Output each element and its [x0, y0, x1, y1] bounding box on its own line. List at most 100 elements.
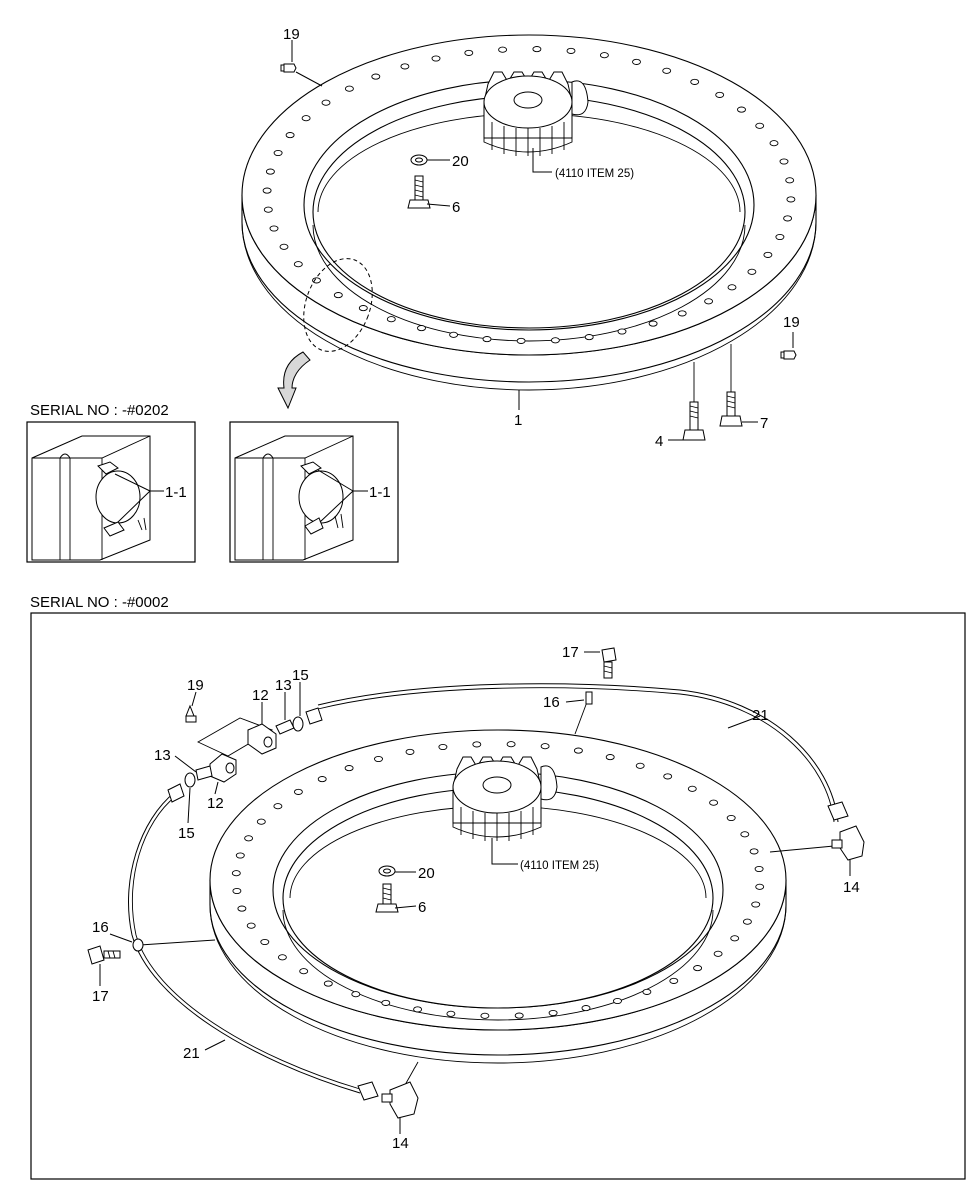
leader-lines-bottom [99, 651, 851, 1134]
bolt-hole [584, 334, 594, 341]
bolt-hole [677, 310, 687, 317]
bolt-hole [663, 773, 673, 780]
washer-part-20-top [410, 154, 428, 166]
callout-19-bottom: 19 [187, 677, 204, 694]
bolt-hole [747, 268, 757, 275]
bolt-hole [693, 965, 703, 972]
bolt-hole [709, 799, 719, 806]
callout-14-right: 14 [843, 879, 860, 896]
callout-17-lower: 17 [92, 988, 109, 1005]
bolt-hole [514, 1012, 524, 1019]
bolt-hole [635, 762, 645, 769]
bolt-hole [265, 168, 275, 175]
callout-1: 1 [514, 412, 522, 429]
bolt-hole [246, 922, 256, 929]
callout-14-bottom: 14 [392, 1135, 409, 1152]
bolt-hole [754, 865, 764, 873]
bolt-hole [279, 243, 289, 250]
bolt-hole [480, 1012, 490, 1019]
detail-callout-circle [303, 258, 373, 352]
bolt-hole [498, 46, 508, 53]
bolt-hole [386, 316, 396, 323]
bolt-hole [613, 997, 622, 1005]
bolt-part-6-bottom [375, 883, 399, 913]
bolt-hole [755, 122, 765, 129]
bolt-hole [344, 765, 354, 772]
callout-6-bottom: 6 [418, 899, 426, 916]
grease-hose-upper [317, 683, 839, 823]
bolt-hole [273, 149, 283, 157]
bolt-hole [775, 233, 785, 241]
bolt-hole [449, 331, 459, 338]
bolt-hole [263, 206, 273, 213]
callout-4: 4 [655, 433, 663, 450]
bolt-hole [413, 1006, 423, 1013]
bolt-hole [632, 58, 641, 65]
bolt-hole [323, 980, 333, 987]
bolt-part-6-top [407, 175, 431, 209]
bolt-hole [273, 803, 283, 810]
bolt-hole [351, 991, 361, 998]
bolt-hole [783, 215, 793, 222]
callout-17-upper: 17 [562, 644, 579, 661]
bolt-hole [244, 835, 254, 842]
washer-part-20-bottom [378, 865, 396, 877]
bolt-hole [779, 158, 789, 165]
bolt-hole [713, 950, 723, 957]
bolt-hole [293, 261, 303, 268]
bolt-hole [371, 73, 381, 80]
bolt-hole [381, 999, 391, 1006]
bolt-hole [662, 67, 672, 74]
bolt-hole [358, 305, 368, 312]
bolt-hole [785, 177, 795, 184]
serial-label-top: SERIAL NO : -#0202 [30, 402, 169, 419]
bolt-hole [737, 106, 746, 113]
grease-nipple-part-19-top-right [780, 350, 797, 360]
bolt-hole [301, 115, 311, 122]
bolt-hole [763, 251, 773, 258]
bolt-hole [235, 852, 245, 859]
elbow-part-14-bottom [357, 1081, 419, 1119]
bolt-hole [516, 337, 526, 344]
callout-16-lower: 16 [92, 919, 109, 936]
bolt-hole [506, 741, 516, 748]
elbow-part-14-right [827, 801, 865, 861]
bolt-hole [751, 901, 761, 908]
bolt-hole [231, 870, 241, 877]
bolt-hole [566, 47, 576, 54]
bolt-part-17-top [601, 647, 617, 679]
callout-1-1-left: 1-1 [165, 484, 187, 501]
bolt-hole [581, 1005, 591, 1012]
callout-12-upper: 12 [252, 687, 269, 704]
bolt-hole [482, 336, 492, 343]
pinion-gear-top [483, 71, 589, 156]
bolt-hole [690, 78, 700, 85]
serial-label-bottom: SERIAL NO : -#0002 [30, 594, 169, 611]
callout-21-upper: 21 [752, 707, 769, 724]
bolt-hole [769, 140, 779, 147]
bolt-holes-outer-top [262, 46, 796, 344]
bolt-hole [472, 741, 482, 748]
bolt-hole [464, 49, 474, 56]
bolt-hole [446, 1010, 456, 1017]
callout-1-1-right: 1-1 [369, 484, 391, 501]
bolt-hole [232, 887, 242, 895]
fitting-cluster [167, 704, 323, 803]
callout-19-top-left: 19 [283, 26, 300, 43]
bolt-hole [312, 277, 321, 284]
bolt-hole [293, 788, 303, 795]
bolt-hole [669, 977, 679, 984]
top-assembly: 19 20 6 (4110 ITEM 25) 1 19 4 7 SERIAL N… [26, 26, 817, 563]
callout-21-lower: 21 [183, 1045, 200, 1062]
grease-nipple-part-19-top-left [280, 63, 297, 73]
bolt-hole [786, 196, 796, 203]
bolt-part-4 [682, 362, 706, 441]
bolt-hole [704, 298, 714, 305]
bolt-hole [262, 187, 272, 194]
bolt-hole [237, 905, 247, 912]
bolt-hole [374, 755, 383, 763]
swing-bearing-ring-top [241, 34, 817, 410]
callout-12-lower: 12 [207, 795, 224, 812]
bolt-hole [726, 814, 736, 822]
callout-19-top-right: 19 [783, 314, 800, 331]
